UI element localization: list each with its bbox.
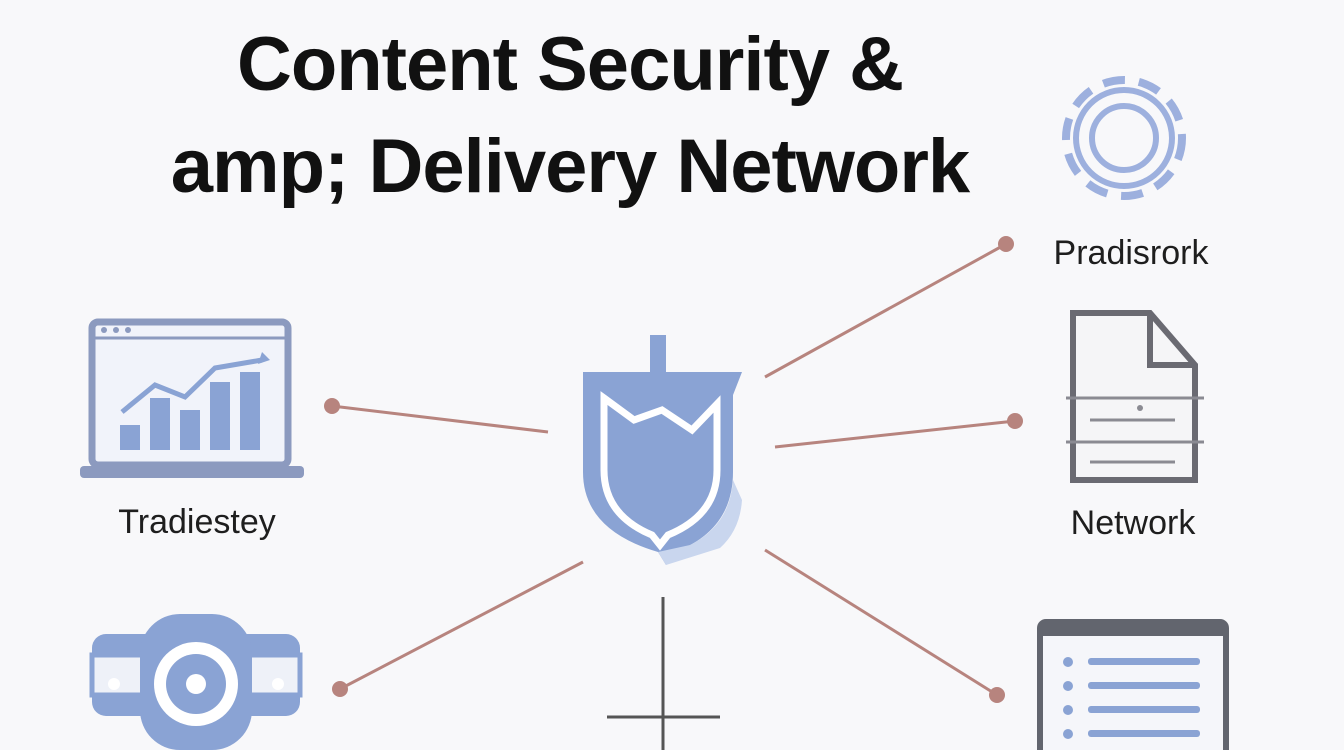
connectors (324, 236, 1023, 703)
connector-left-bottom (339, 560, 584, 691)
gear-icon (1062, 76, 1186, 200)
label-right-top: Pradisrork (1054, 234, 1210, 272)
connector-right-bottom-dot (989, 687, 1005, 703)
title-line-1: Content Security & (236, 22, 904, 107)
server-disk-icon (89, 614, 303, 750)
document-icon (1066, 310, 1204, 483)
analytics-dashboard-icon (80, 318, 304, 478)
diagram-title: Content Security & amp; Delivery Network (0, 14, 1140, 218)
connector-left-top-dot (324, 398, 340, 414)
list-monitor-icon (1037, 619, 1229, 750)
label-left-top: Tradiestey (118, 503, 275, 541)
connector-right-middle-dot (1007, 413, 1023, 429)
connector-left-top (331, 404, 549, 434)
connector-right-top (764, 242, 1007, 379)
connector-left-bottom-dot (332, 681, 348, 697)
label-right-middle: Network (1071, 504, 1197, 542)
shield-icon (583, 335, 742, 565)
title-line-2: amp; Delivery Network (170, 124, 970, 209)
connector-right-bottom (764, 548, 998, 697)
connector-right-middle (774, 419, 1016, 449)
connector-right-top-dot (998, 236, 1014, 252)
cross-connector-icon (607, 597, 720, 750)
